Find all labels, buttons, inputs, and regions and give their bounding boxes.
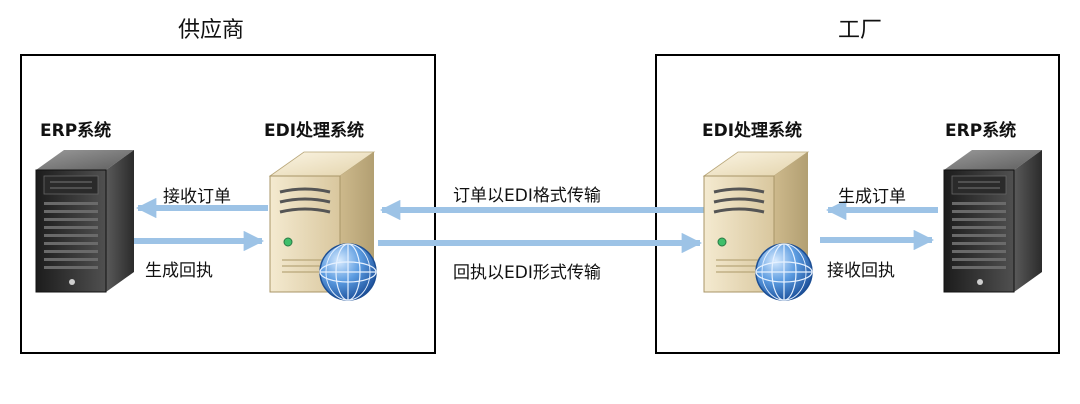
supplier-title: 供应商 — [178, 18, 245, 43]
factory-edi-server-icon — [702, 151, 810, 293]
supplier-erp-label: ERP系统 — [40, 121, 112, 141]
receipt-transfer-label: 回执以EDI形式传输 — [453, 263, 601, 283]
factory-title: 工厂 — [838, 18, 883, 43]
supplier-generate-receipt-label: 生成回执 — [145, 261, 213, 281]
order-transfer-label: 订单以EDI格式传输 — [453, 186, 601, 206]
supplier-edi-label: EDI处理系统 — [264, 121, 365, 141]
supplier-receive-order-label: 接收订单 — [163, 187, 231, 207]
factory-edi-label: EDI处理系统 — [702, 121, 803, 141]
factory-generate-order-label: 生成订单 — [838, 187, 906, 207]
factory-globe-icon — [755, 243, 813, 301]
factory-erp-server-icon — [943, 150, 1042, 293]
factory-box — [655, 54, 1060, 354]
supplier-globe-icon — [319, 243, 377, 301]
factory-receive-receipt-label: 接收回执 — [827, 261, 895, 281]
factory-erp-label: ERP系统 — [945, 121, 1017, 141]
supplier-box — [20, 54, 436, 354]
supplier-erp-server-icon — [35, 150, 134, 293]
